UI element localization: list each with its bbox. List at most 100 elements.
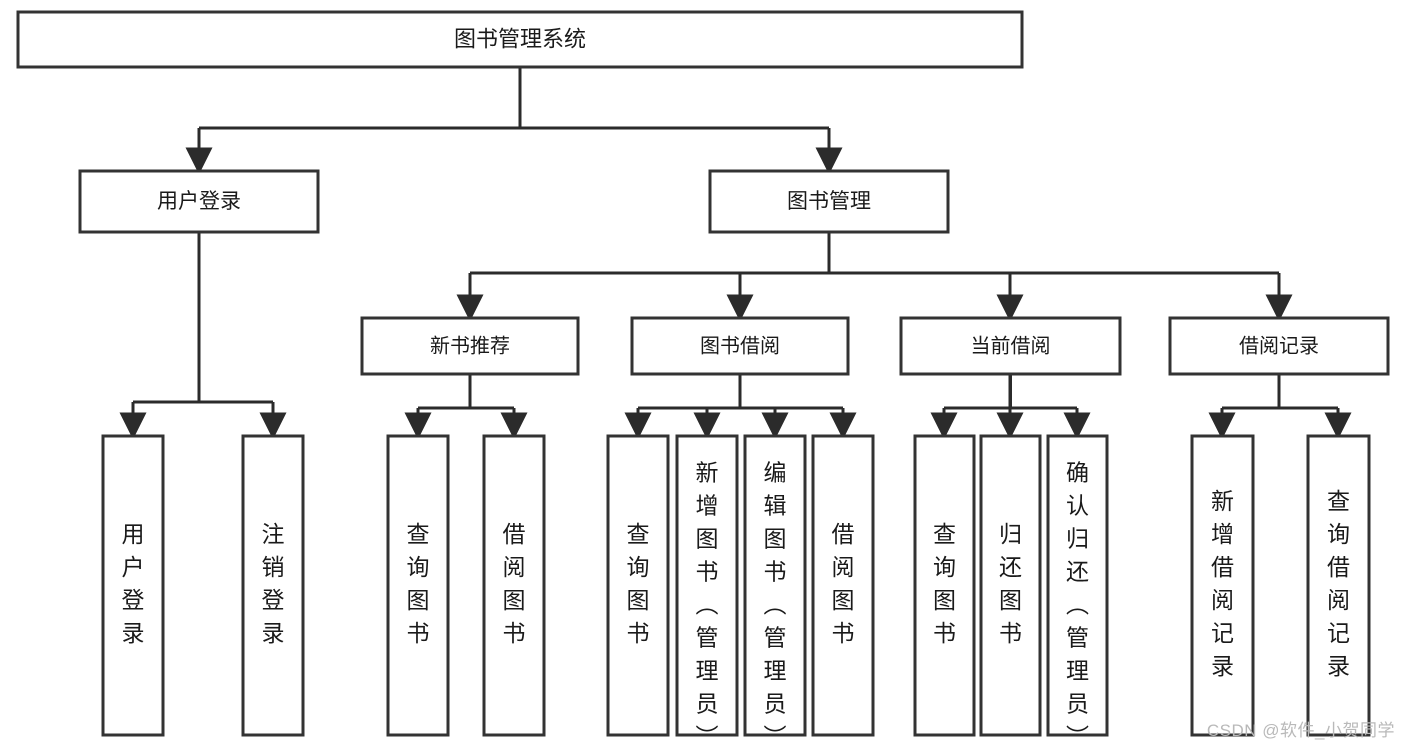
node-level3-图书借阅-rect[interactable]	[630, 316, 850, 376]
node-layer: 图书管理系统用户登录图书管理新书推荐图书借阅当前借阅借阅记录用户登录注销登录查询…	[16, 10, 1390, 747]
svg-text:︶: ︶	[764, 724, 787, 747]
node-level3-新书推荐-rect[interactable]	[360, 316, 580, 376]
connector-userlogin-to-leaves	[119, 232, 287, 440]
svg-text:︵: ︵	[1066, 592, 1089, 618]
svg-text:管: 管	[696, 625, 719, 651]
leaf-node-查询借阅记录-12-rect[interactable]	[1306, 434, 1371, 737]
node-level3-当前借阅-rect[interactable]	[899, 316, 1122, 376]
svg-text:询: 询	[933, 554, 956, 580]
leaf-node-查询图书-8-rect[interactable]	[913, 434, 976, 737]
svg-text:查: 查	[933, 521, 956, 547]
svg-text:录: 录	[1211, 653, 1234, 679]
svg-text:新: 新	[1211, 488, 1234, 514]
leaf-node-用户登录-0-rect[interactable]	[101, 434, 165, 737]
connector-root-to-level2	[185, 67, 843, 175]
svg-text:管: 管	[1066, 625, 1089, 651]
svg-text:借: 借	[1327, 554, 1350, 580]
svg-text:借: 借	[1211, 554, 1234, 580]
leaf-node-编辑图书管理员-6-rect[interactable]	[743, 434, 807, 737]
svg-text:阅: 阅	[1211, 587, 1234, 613]
connector-newbook-to-leaves	[404, 374, 528, 440]
svg-text:销: 销	[262, 554, 285, 580]
node-level2-图书管理[interactable]: 图书管理	[708, 169, 950, 234]
leaf-node-确认归还管理员-10-rect[interactable]	[1046, 434, 1109, 737]
node-level3-当前借阅[interactable]: 当前借阅	[899, 316, 1122, 376]
svg-text:还: 还	[999, 554, 1022, 580]
svg-text:录: 录	[1327, 653, 1350, 679]
svg-text:图: 图	[764, 526, 787, 552]
svg-text:阅: 阅	[832, 554, 855, 580]
svg-text:图: 图	[627, 587, 650, 613]
svg-text:增: 增	[1211, 521, 1234, 547]
leaf-node-新增图书管理员-5-rect[interactable]	[675, 434, 739, 737]
svg-text:图: 图	[832, 587, 855, 613]
svg-text:户: 户	[122, 554, 145, 580]
svg-text:员: 员	[696, 691, 719, 717]
svg-text:书: 书	[503, 620, 526, 646]
svg-text:登: 登	[262, 587, 285, 613]
svg-text:理: 理	[1066, 658, 1089, 684]
svg-text:注: 注	[262, 521, 285, 547]
svg-text:员: 员	[1066, 691, 1089, 717]
svg-text:还: 还	[1066, 559, 1089, 585]
svg-text:︵: ︵	[696, 592, 719, 618]
node-level3-借阅记录[interactable]: 借阅记录	[1168, 316, 1390, 376]
node-level2-图书管理-rect[interactable]	[708, 169, 950, 234]
leaf-node-新增借阅记录-11-rect[interactable]	[1190, 434, 1255, 737]
node-level3-图书借阅[interactable]: 图书借阅	[630, 316, 850, 376]
leaf-node-查询图书-4-rect[interactable]	[606, 434, 670, 737]
node-root-图书管理系统-rect[interactable]	[16, 10, 1024, 69]
csdn-watermark: CSDN @软件_小贺同学	[1206, 721, 1395, 740]
svg-text:图: 图	[407, 587, 430, 613]
leaf-node-用户登录-0[interactable]: 用户登录	[101, 434, 165, 737]
node-level3-新书推荐[interactable]: 新书推荐	[360, 316, 580, 376]
leaf-node-借阅图书-7-rect[interactable]	[811, 434, 875, 737]
node-level2-用户登录-rect[interactable]	[78, 169, 320, 234]
leaf-node-归还图书-9-rect[interactable]	[979, 434, 1042, 737]
svg-text:记: 记	[1327, 620, 1350, 646]
node-level2-用户登录[interactable]: 用户登录	[78, 169, 320, 234]
svg-text:记: 记	[1211, 620, 1234, 646]
node-level3-借阅记录-rect[interactable]	[1168, 316, 1390, 376]
leaf-node-查询图书-2-rect[interactable]	[386, 434, 450, 737]
svg-text:图: 图	[696, 526, 719, 552]
svg-text:借: 借	[832, 521, 855, 547]
svg-text:书: 书	[407, 620, 430, 646]
leaf-node-借阅图书-3-rect[interactable]	[482, 434, 546, 737]
svg-text:书: 书	[832, 620, 855, 646]
leaf-node-注销登录-1-rect[interactable]	[241, 434, 305, 737]
node-root-图书管理系统[interactable]: 图书管理系统	[16, 10, 1024, 69]
svg-text:︶: ︶	[696, 724, 719, 747]
node-level3-label: 当前借阅	[971, 334, 1051, 357]
svg-text:图: 图	[503, 587, 526, 613]
node-root-label: 图书管理系统	[454, 26, 586, 51]
svg-text:查: 查	[407, 521, 430, 547]
connector-bookmgmt-to-level3	[456, 232, 1293, 322]
svg-text:辑: 辑	[764, 493, 787, 519]
svg-text:︵: ︵	[764, 592, 787, 618]
svg-text:录: 录	[122, 620, 145, 646]
svg-text:增: 增	[696, 493, 719, 519]
svg-text:确: 确	[1066, 460, 1089, 486]
svg-text:理: 理	[696, 658, 719, 684]
